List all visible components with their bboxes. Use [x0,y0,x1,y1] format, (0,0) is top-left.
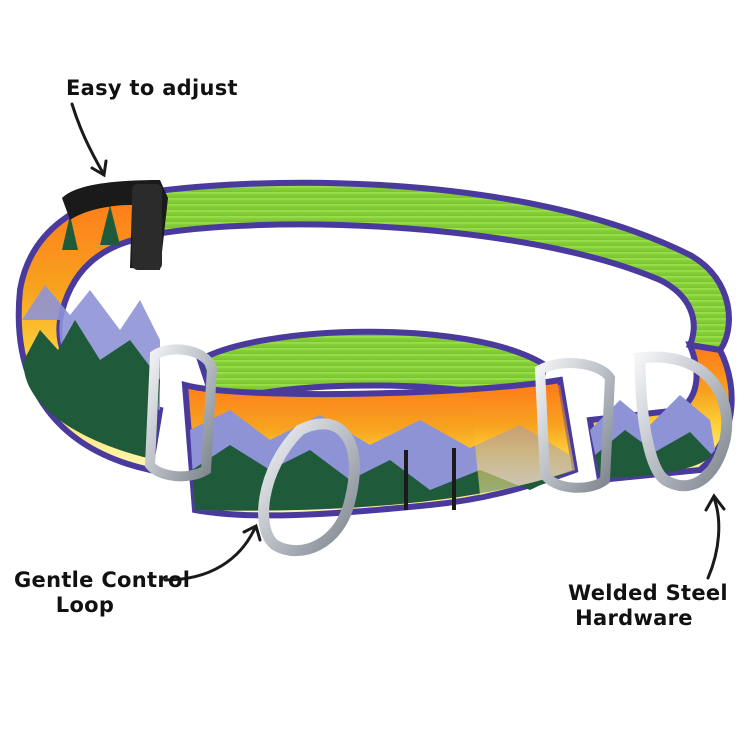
callout-loop-line2: Loop [55,593,115,617]
adjuster-buckle [62,180,168,270]
curved-arrow-up-icon [704,493,726,580]
curved-arrow-up-icon [163,523,262,582]
steel-d-ring-right [634,351,733,492]
callout-welded-steel-hardware: Welded Steel Hardware [568,581,728,631]
callout-gentle-control-loop: Gentle Control Loop [14,568,191,618]
callout-loop-line1: Gentle Control [14,568,191,592]
steel-slide-ring-left [144,344,218,482]
collar-outer-strap [15,179,735,484]
callout-steel-line2: Hardware [575,606,693,630]
steel-d-ring-front [258,418,360,557]
steel-slide-ring-middle [534,358,616,493]
curved-arrow-down-icon [70,102,108,178]
callout-steel-line1: Welded Steel [568,581,728,605]
callout-easy-to-adjust: Easy to adjust [66,76,238,101]
callout-adjust-line1: Easy to adjust [66,76,238,100]
control-loop-strap [181,328,579,519]
